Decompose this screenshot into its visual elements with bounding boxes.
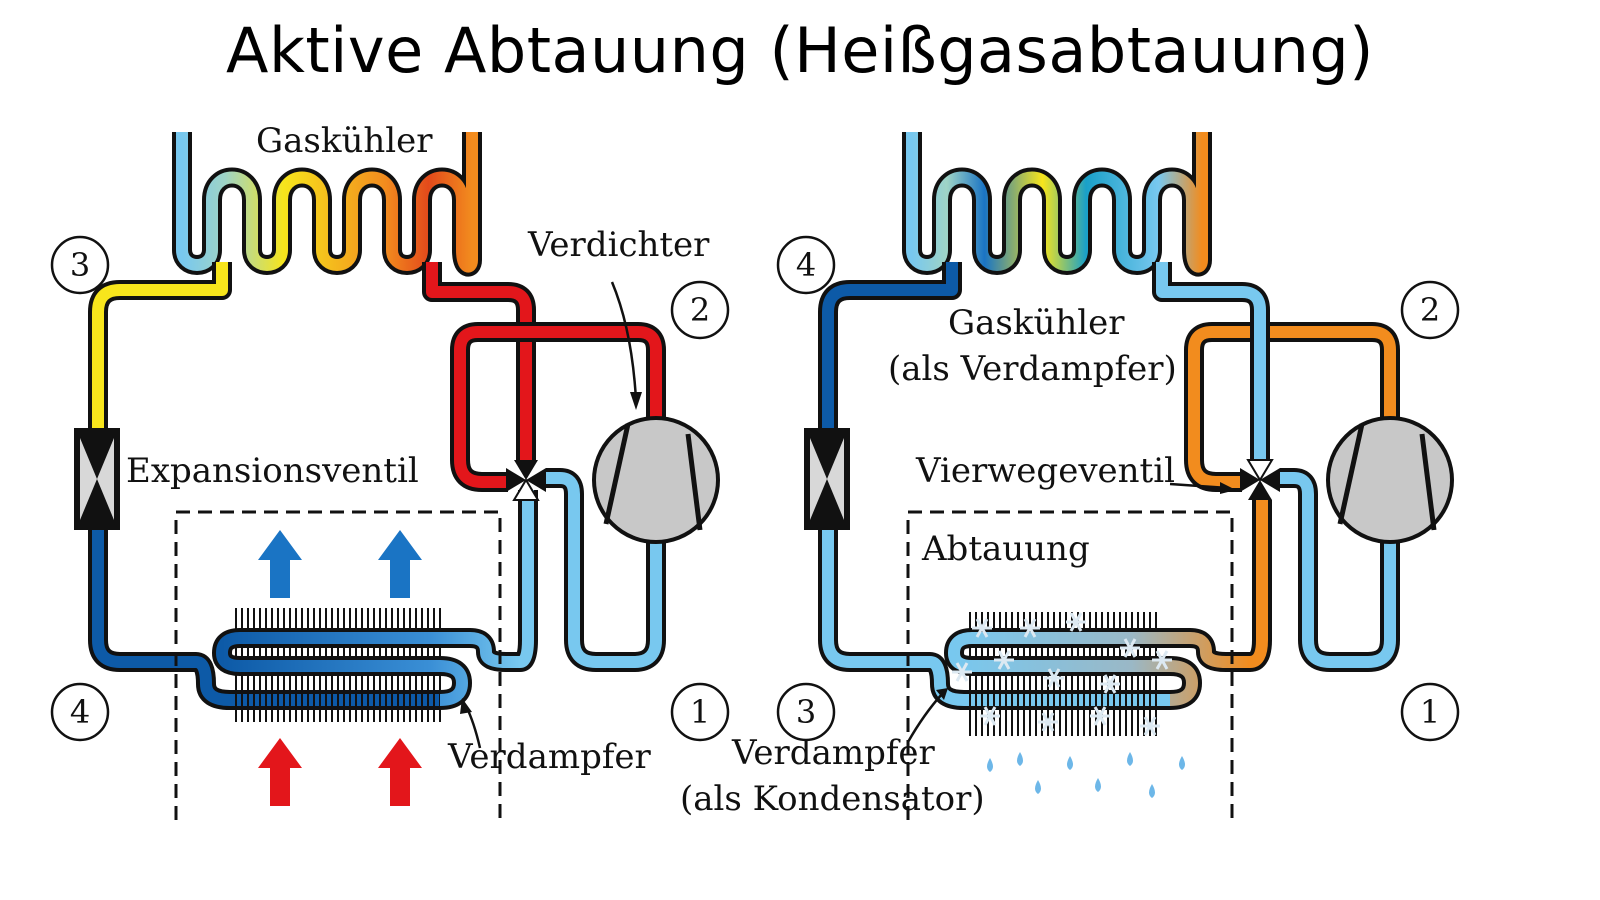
right-point-3: 3 [776,682,836,742]
svg-text:1: 1 [1420,693,1440,731]
left-evaporator-label: Verdampfer [447,737,652,777]
right-evaporator-label-line2: (als Kondensator) [680,779,985,819]
right-point-1: 1 [1400,682,1460,742]
right-point-2: 2 [1400,280,1460,340]
left-expansion-valve-icon [74,428,120,530]
left-point-3: 3 [50,235,110,295]
right-gascooler-label-line1: Gaskühler [948,303,1125,343]
left-point-2: 2 [670,280,730,340]
left-diagram: Gaskühler Verdichter Expansionsventil Ve… [50,121,730,820]
right-defrost-label: Abtauung [921,529,1090,569]
left-point-4: 4 [50,682,110,742]
left-gascooler-label: Gaskühler [256,121,433,161]
page-title: Aktive Abtauung (Heißgasabtauung) [226,14,1374,87]
svg-text:4: 4 [70,693,90,731]
svg-text:2: 2 [690,291,710,329]
right-diagram: Gaskühler (als Verdampfer) Vierwegeventi… [680,132,1460,820]
right-four-way-valve-icon [1240,459,1280,500]
svg-text:3: 3 [70,246,90,284]
water-droplet-icons [987,752,1185,798]
left-compressor-icon [592,416,720,544]
right-point-4: 4 [776,235,836,295]
left-warm-air-arrows-icon [258,738,422,806]
right-compressor-icon [1326,416,1454,544]
right-evaporator-label-line1: Verdampfer [731,733,936,773]
left-evaporator-coil [212,608,520,722]
svg-text:4: 4 [796,246,816,284]
right-gascooler-label-line2: (als Verdampfer) [888,349,1177,389]
svg-text:3: 3 [796,693,816,731]
right-four-way-valve-label: Vierwegeventil [915,451,1175,491]
left-air-box [174,510,502,820]
left-valve-icon [506,460,546,501]
left-compressor-label: Verdichter [527,225,710,265]
left-point-1: 1 [670,682,730,742]
right-expansion-valve-icon [804,428,850,530]
left-expansion-valve-label: Expansionsventil [126,451,419,491]
svg-text:1: 1 [690,693,710,731]
svg-text:2: 2 [1420,291,1440,329]
frost-snowflake-icons [952,612,1172,736]
left-cold-air-arrows-icon [258,530,422,598]
right-evaporator-coil [944,612,1250,736]
right-defrost-box [906,510,1234,820]
